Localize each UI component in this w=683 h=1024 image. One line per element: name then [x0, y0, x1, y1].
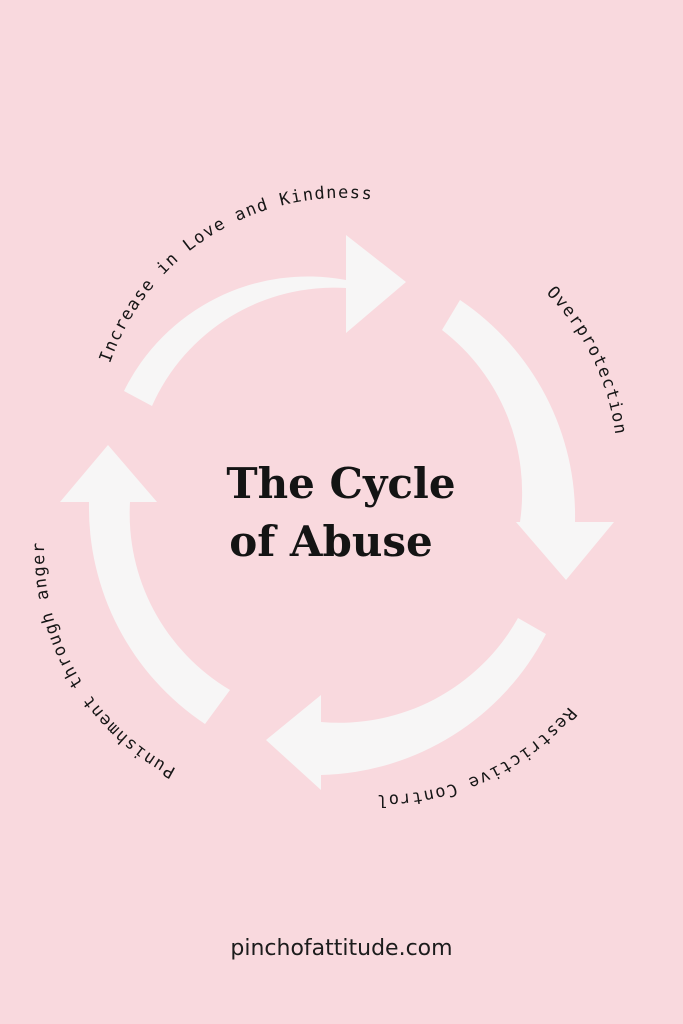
title-line-1: The Cycle — [226, 459, 455, 508]
cycle-arrow-top — [124, 235, 406, 406]
cycle-arrow-right — [442, 300, 614, 580]
title-line-2: of Abuse — [229, 517, 433, 566]
cycle-arrow-left — [60, 445, 230, 724]
stage-label-top: Increase in Love and Kindness — [96, 183, 374, 366]
footer-site: pinchofattitude.com — [230, 936, 453, 961]
cycle-arrow-bottom — [266, 618, 546, 790]
stage-label-right: Overprotection — [542, 283, 630, 437]
